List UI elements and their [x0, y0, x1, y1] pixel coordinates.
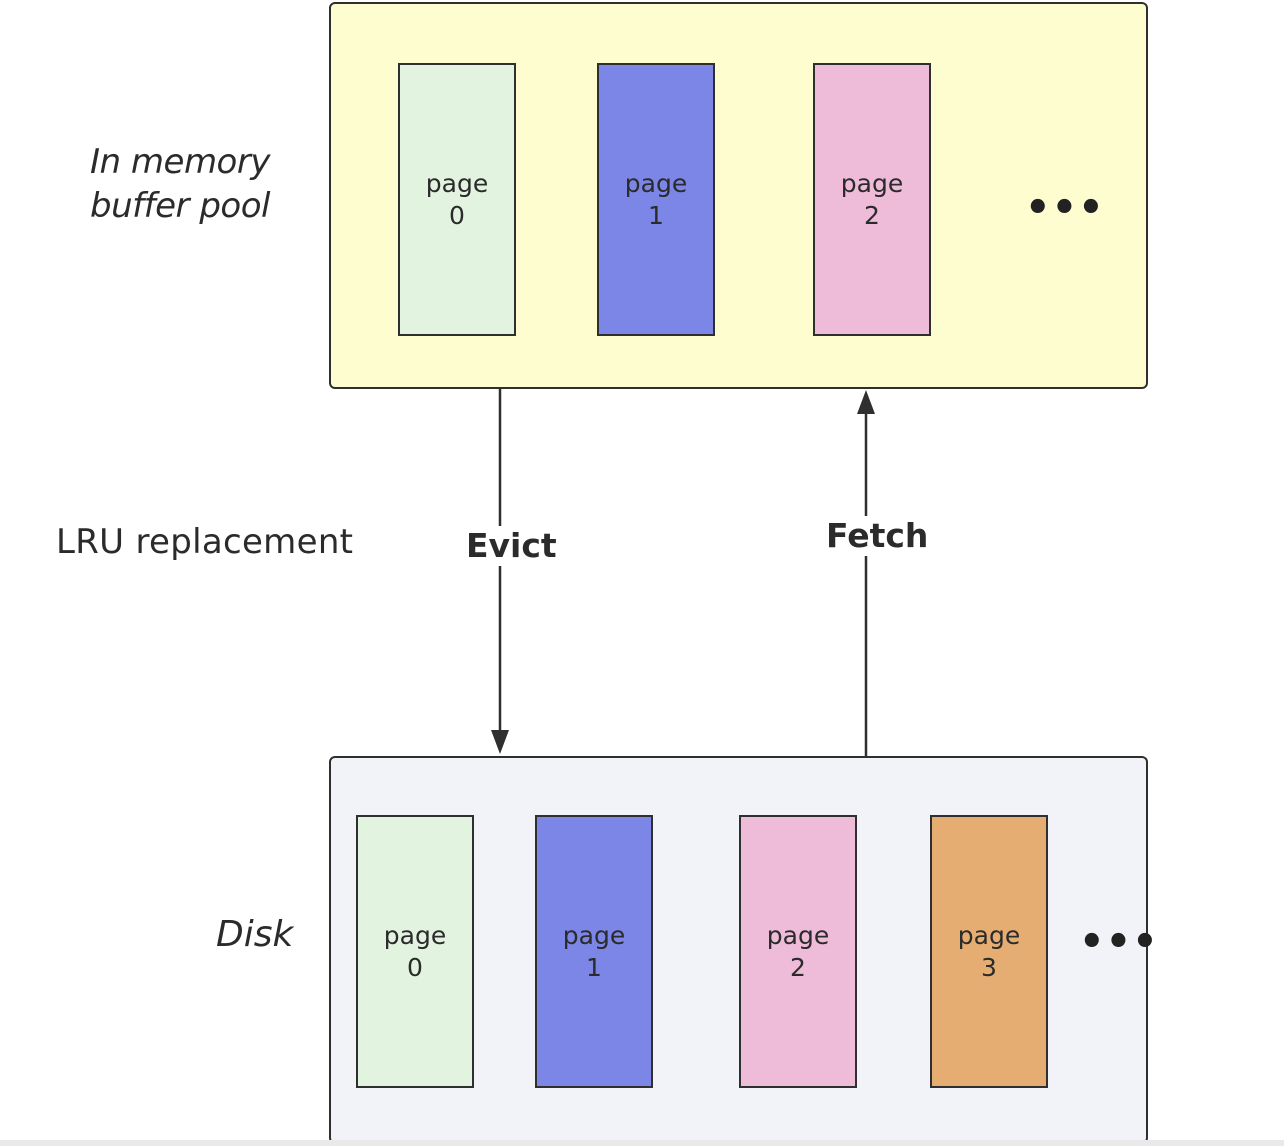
memory-pool-label: In memory buffer pool	[60, 140, 300, 228]
disk-page-2-word: page	[766, 920, 830, 950]
disk-page-1-word: page	[562, 920, 626, 950]
memory-page-0[interactable]: page 0	[398, 63, 516, 336]
disk-more-pages-ellipsis: •••	[1079, 919, 1159, 965]
memory-pool-label-line1: In memory	[90, 142, 270, 182]
memory-page-1-number: 1	[648, 200, 664, 230]
memory-page-1-word: page	[624, 168, 688, 198]
evict-label: Evict	[464, 526, 559, 566]
disk-page-0-word: page	[383, 920, 447, 950]
disk-page-3-word: page	[957, 920, 1021, 950]
disk-page-2[interactable]: page 2	[739, 815, 857, 1088]
disk-page-0-number: 0	[407, 952, 423, 982]
memory-page-0-number: 0	[449, 200, 465, 230]
memory-page-1[interactable]: page 1	[597, 63, 715, 336]
memory-page-2-number: 2	[864, 200, 880, 230]
memory-page-2-word: page	[840, 168, 904, 198]
evict-arrowhead	[491, 730, 509, 754]
disk-page-0[interactable]: page 0	[356, 815, 474, 1088]
memory-page-2[interactable]: page 2	[813, 63, 931, 336]
fetch-label: Fetch	[824, 516, 931, 556]
memory-pool-label-line2: buffer pool	[90, 186, 270, 226]
disk-storage: page 0 page 1 page 2 page 3 •••	[329, 756, 1158, 1144]
disk-label: Disk	[216, 914, 294, 955]
disk-page-3-number: 3	[981, 952, 997, 982]
disk-page-1[interactable]: page 1	[535, 815, 653, 1088]
fetch-arrowhead	[857, 390, 875, 414]
memory-page-0-word: page	[425, 168, 489, 198]
memory-more-pages-ellipsis: •••	[1025, 185, 1105, 231]
disk-page-2-number: 2	[790, 952, 806, 982]
lru-replacement-label: LRU replacement	[56, 522, 354, 562]
memory-buffer-pool: page 0 page 1 page 2 •••	[329, 2, 1148, 389]
disk-page-3[interactable]: page 3	[930, 815, 1048, 1088]
bottom-edge-strip	[0, 1140, 1284, 1146]
disk-page-1-number: 1	[586, 952, 602, 982]
